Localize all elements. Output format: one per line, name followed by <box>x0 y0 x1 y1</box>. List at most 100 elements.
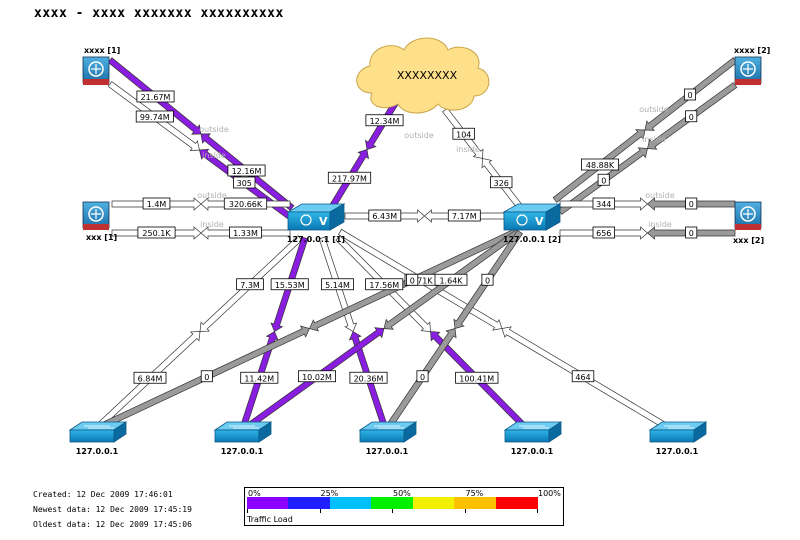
port-label-cloud-link-b: inside <box>456 145 480 154</box>
link-core1-sw3-label-b-text: 20.36M <box>354 374 384 383</box>
link-fwml-core1-a-label-a: 1.4M <box>142 197 171 210</box>
legend-swatch <box>412 497 455 509</box>
internet-cloud[interactable]: XXXXXXXX <box>356 37 490 114</box>
switch-icon <box>519 425 549 429</box>
core-switch-2[interactable]: V <box>502 203 562 231</box>
link-fwmr-core2-b-label-a-box <box>685 226 698 239</box>
legend-tick-label: 100% <box>538 489 561 498</box>
link-core1-sw5-label-b: 464 <box>571 370 595 383</box>
link-core2-sw1-label-a-text: 0 <box>410 276 415 285</box>
link-fwtl-core1-b-label-a-box <box>135 110 174 123</box>
link-core1-sw2-label-a: 15.53M <box>270 278 309 291</box>
link-core2-sw2-label-a-text: 1.64K <box>439 276 463 285</box>
link-fwmr-core2-a-label-a-box <box>685 197 698 210</box>
firewall-icon <box>88 61 104 77</box>
link-core1-sw4-label-b-text: 100.41M <box>459 374 494 383</box>
link-fwtl-core1-b-label-b: 305 <box>232 176 256 189</box>
link-core1-sw3-label-a-box <box>321 278 354 291</box>
link-core1-sw1-label-b-text: 6.84M <box>138 374 163 383</box>
firewall-mid-left[interactable] <box>82 201 110 230</box>
link-core1-sw1-label-a-text: 7.3M <box>240 281 260 290</box>
access-switch-2[interactable] <box>213 421 273 443</box>
node-label-sw3: 127.0.0.1 <box>366 447 409 456</box>
link-core1-sw4-label-b: 100.41M <box>455 371 499 384</box>
legend-swatch <box>247 497 289 509</box>
link-core1-sw1-label-a: 7.3M <box>236 278 264 291</box>
link-fwtr-core2-a-label-b: 48.88K <box>581 158 620 171</box>
firewall-top-left[interactable] <box>82 56 110 85</box>
link-fwml-core1-a-label-b-text: 320.66K <box>229 200 263 209</box>
switch-icon <box>84 425 114 429</box>
firewall-top-right[interactable] <box>734 56 762 85</box>
access-switch-3[interactable] <box>358 421 418 443</box>
link-core1-sw1-label-a-box <box>236 278 264 291</box>
link-fwtl-core1-a-label-b-box <box>227 164 266 177</box>
link-fwml-core1-b-label-a-text: 250.1K <box>142 229 171 238</box>
link-core1-sw4-label-a-box <box>365 278 404 291</box>
link-core1-sw3-label-a: 5.14M <box>321 278 354 291</box>
link-core1-sw3-label-a-text: 5.14M <box>325 281 350 290</box>
link-cloud-core2-label-a-box <box>452 127 475 140</box>
link-core1-core2-label-a-box <box>368 209 402 222</box>
link-fwmr-core2-a-label-b-box <box>592 197 616 210</box>
link-core2-sw2-label-a-box <box>434 273 468 286</box>
link-core1-sw5-label-b-text: 464 <box>575 373 590 382</box>
access-switch-4[interactable] <box>503 421 563 443</box>
link-fwml-core1-b-label-b-box <box>229 226 262 239</box>
link-fwtr-core2-a-label-a-box <box>684 88 697 101</box>
link-fwtl-core1-a-label-a: 21.67M <box>136 90 175 103</box>
link-fwtl-core1-a-label-b-text: 12.16M <box>232 167 262 176</box>
svg-text:V: V <box>319 215 328 228</box>
map-title: xxxx - xxxx xxxxxxx xxxxxxxxxx <box>34 6 284 21</box>
link-core2-sw3-label-a: 0 <box>481 273 494 286</box>
link-fwtr-core2-b-label-a: 0 <box>685 110 698 123</box>
link-fwtl-core1-a-label-a-box <box>136 90 175 103</box>
link-cloud-core2-label-b-box <box>489 176 513 189</box>
firewall-icon <box>740 206 756 222</box>
node-label-fw-top-left: xxxx [1] <box>84 46 120 55</box>
link-core1-cloud-label-b: 12.34M <box>365 114 404 127</box>
link-core2-sw1-label-b: 0 <box>200 370 213 383</box>
link-fwtl-core1-b-label-b-text: 305 <box>237 179 252 188</box>
link-fwml-core1-a-label-b-box <box>223 197 268 210</box>
link-core1-sw5-label-b-box <box>571 370 595 383</box>
link-fwmr-core2-a-label-a: 0 <box>685 197 698 210</box>
link-fwtl-core1-b-label-a-text: 99.74M <box>140 113 170 122</box>
link-fwmr-core2-b-label-a-text: 0 <box>689 229 694 238</box>
link-fwmr-core2-b-label-b-box <box>592 226 616 239</box>
link-core1-sw3-label-b-box <box>349 371 388 384</box>
link-fwtl-core1-b-label-b-box <box>232 176 256 189</box>
link-core2-sw3-label-a-text: 0 <box>485 276 490 285</box>
access-switch-1[interactable] <box>68 421 128 443</box>
switch-icon <box>300 214 312 226</box>
link-fwtl-core1-a-label-b: 12.16M <box>227 164 266 177</box>
link-fwml-core1-b-label-a-box <box>137 226 176 239</box>
port-label-outside-left-top: outside <box>199 125 229 134</box>
legend-swatch <box>371 497 414 509</box>
firewall-icon <box>88 206 104 222</box>
core-switch-1[interactable]: V <box>286 203 346 231</box>
switch-icon <box>516 214 528 226</box>
link-fwml-core1-b-label-b-text: 1.33M <box>233 229 258 238</box>
port-label-outside-left-mid: outside <box>197 191 227 200</box>
link-core1-core2-label-b-text: 7.17M <box>452 212 477 221</box>
cloud-shape <box>356 37 490 114</box>
node-label-core2: 127.0.0.1 [2] <box>503 235 561 244</box>
link-core1-sw5-label-a-text: 3.71K <box>409 276 433 285</box>
port-label-inside-left-mid: inside <box>200 220 224 229</box>
firewall-mid-right[interactable] <box>734 201 762 230</box>
link-cloud-core2-label-a: 104 <box>452 127 475 140</box>
node-label-sw1: 127.0.0.1 <box>76 447 119 456</box>
access-switch-5[interactable] <box>648 421 708 443</box>
node-label-core1: 127.0.0.1 [1] <box>287 235 345 244</box>
link-core2-sw2-label-b-box <box>297 370 336 383</box>
link-core1-sw1-label-b: 6.84M <box>133 371 167 384</box>
traffic-load-legend: 0%25%50%75%100% Traffic Load <box>244 487 564 526</box>
link-labels-layer: 21.67M 12.16M 99.74M 305 1.4M 320.66K 250.1K 1.… <box>133 88 698 384</box>
link-core1-cloud-label-a: 217.97M <box>327 171 372 184</box>
link-fwtr-core2-a-label-b-text: 48.88K <box>586 161 615 170</box>
link-cloud-core2-label-b: 326 <box>489 176 513 189</box>
link-fwmr-core2-a-label-b-text: 344 <box>596 200 611 209</box>
port-label-inside-right-top: inside <box>642 135 666 144</box>
link-fwtr-core2-a-label-a-text: 0 <box>687 91 692 100</box>
